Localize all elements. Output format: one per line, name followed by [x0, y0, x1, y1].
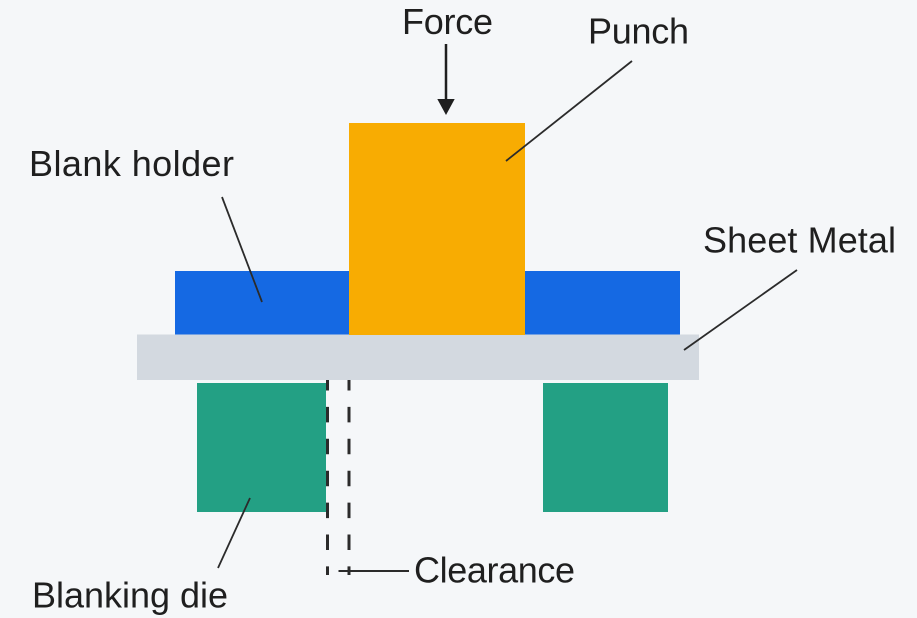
- svg-text:Sheet Metal: Sheet Metal: [703, 220, 896, 261]
- svg-text:Clearance: Clearance: [414, 549, 575, 590]
- svg-text:Blank holder: Blank holder: [29, 143, 234, 184]
- svg-text:Force: Force: [402, 1, 493, 42]
- svg-text:Punch: Punch: [588, 11, 689, 52]
- svg-text:Blanking die: Blanking die: [32, 575, 228, 616]
